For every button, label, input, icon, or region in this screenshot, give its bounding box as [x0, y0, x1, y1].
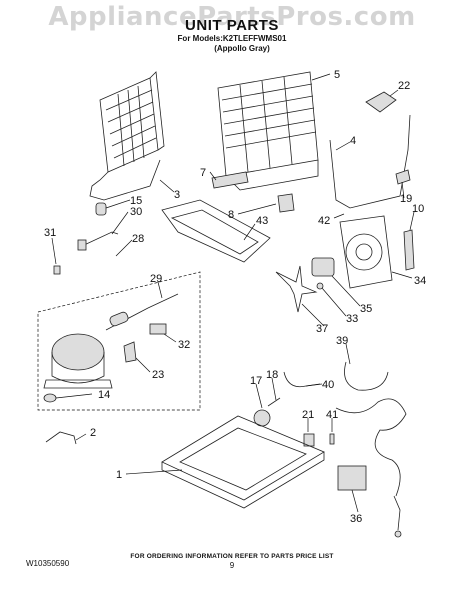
callout-7: 7: [200, 167, 206, 179]
callout-32: 32: [178, 339, 190, 351]
part-14-illustration: [43, 393, 57, 403]
callout-36: 36: [350, 513, 362, 525]
callout-labels: 5 22 4 3 7 8 43 42 19 10 15 30 31 28 29 …: [44, 69, 426, 525]
page-number: 9: [229, 561, 235, 570]
part-37-illustration: [275, 265, 318, 313]
callout-37: 37: [316, 323, 328, 335]
part-4-illustration: [329, 114, 411, 209]
document-number: W10350590: [26, 559, 70, 568]
watermark: AppliancePartsPros.com: [48, 2, 416, 32]
part-32-illustration: [149, 323, 167, 335]
compressor-illustration: [43, 333, 113, 403]
part-10-illustration: [403, 229, 415, 271]
callout-40: 40: [322, 379, 334, 391]
condenser-coil-illustration: [89, 71, 165, 201]
wire-harness-illustration: [335, 398, 407, 538]
color-line: (Appollo Gray): [214, 44, 270, 53]
part-19-illustration: [395, 169, 411, 185]
part-35-illustration: [311, 257, 335, 277]
part-40-illustration: [283, 371, 323, 388]
callout-28: 28: [132, 233, 144, 245]
part-2-illustration: [45, 431, 77, 445]
page-title: UNIT PARTS: [185, 17, 279, 34]
part-18-illustration: [267, 397, 281, 407]
callout-19: 19: [400, 193, 412, 205]
callout-29: 29: [150, 273, 162, 285]
callout-39: 39: [336, 335, 348, 347]
part-31-illustration: [53, 265, 61, 275]
base-pan-illustration: [161, 415, 325, 509]
part-23-illustration: [123, 341, 137, 363]
callout-3: 3: [174, 189, 180, 201]
callout-21: 21: [302, 409, 314, 421]
callout-31: 31: [44, 227, 56, 239]
callout-2: 2: [90, 427, 96, 439]
callout-23: 23: [152, 369, 164, 381]
part-8-illustration: [277, 193, 295, 213]
callout-10: 10: [412, 203, 424, 215]
part-15-illustration: [95, 202, 107, 216]
callout-17: 17: [250, 375, 262, 387]
callout-22: 22: [398, 80, 410, 92]
callout-30: 30: [130, 206, 142, 218]
model-subtitle: For Models:K2TLEFFWMS01 (Appollo Gray): [0, 34, 464, 54]
part-43-illustration: [161, 199, 271, 263]
ordering-note: FOR ORDERING INFORMATION REFER TO PARTS …: [130, 553, 334, 560]
callout-15: 15: [130, 195, 142, 207]
models-line: For Models:K2TLEFFWMS01: [177, 34, 287, 43]
fan-shroud-illustration: [311, 215, 393, 290]
callout-14: 14: [98, 389, 110, 401]
callout-43: 43: [256, 215, 268, 227]
callout-33: 33: [346, 313, 358, 325]
callout-35: 35: [360, 303, 372, 315]
callout-18: 18: [266, 369, 278, 381]
callout-5: 5: [334, 69, 340, 81]
callout-42: 42: [318, 215, 330, 227]
callout-34: 34: [414, 275, 426, 287]
evaporator-coil-illustration: [217, 71, 319, 191]
callout-41: 41: [326, 409, 338, 421]
part-33-illustration: [316, 282, 324, 290]
part-30-illustration: [81, 231, 119, 247]
part-39-illustration: [344, 361, 389, 391]
part-22-illustration: [365, 91, 397, 113]
part-41-illustration: [329, 433, 335, 445]
callout-8: 8: [228, 209, 234, 221]
part-7-illustration: [211, 171, 249, 189]
callout-1: 1: [116, 469, 122, 481]
leader-lines: [51, 73, 415, 513]
callout-4: 4: [350, 135, 356, 147]
